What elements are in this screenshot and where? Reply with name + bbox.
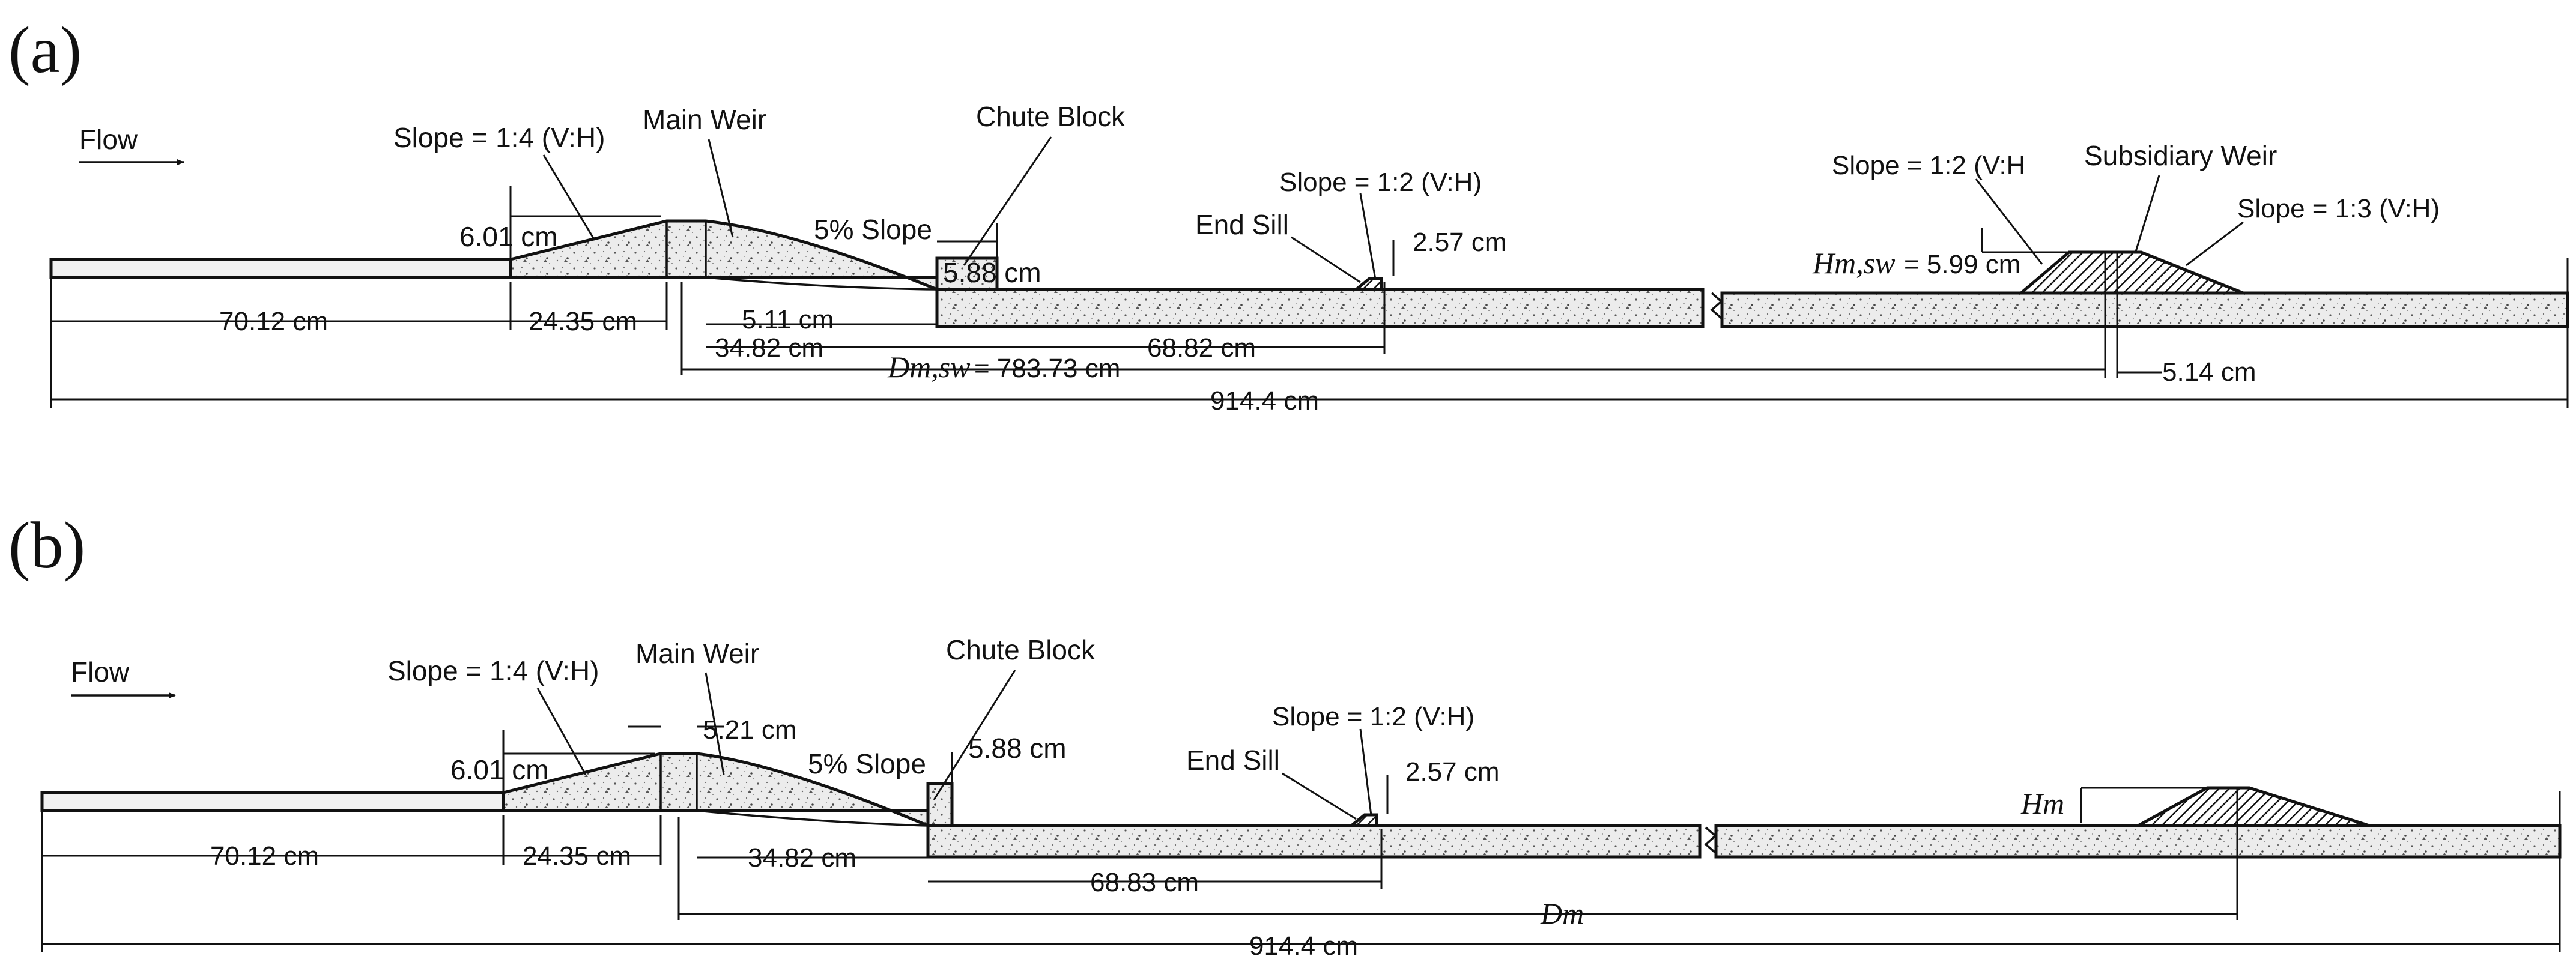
dim-3482-label: 34.82 cm	[715, 333, 823, 363]
end-sill-leader	[1282, 772, 1357, 820]
chute-block-label: Chute Block	[976, 101, 1126, 132]
panel-a: (a) Flow Slope = 1:4 (V:H) Main Weir Chu…	[8, 13, 2569, 416]
end-sill-slope-label: Slope = 1:2 (V:H)	[1279, 168, 1482, 197]
weir-height-label: 6.01 cm	[459, 221, 558, 252]
stilling-basin-floor	[926, 824, 1702, 859]
stilling-basin-floor	[935, 288, 1705, 328]
flow-label: Flow	[79, 124, 138, 155]
hm-symbol: Hm	[2020, 787, 2064, 820]
end-sill-slope-label: Slope = 1:2 (V:H)	[1272, 702, 1474, 731]
dim-total-label: 914.4 cm	[1249, 931, 1358, 959]
break-mark-icon	[1704, 826, 1717, 854]
panel-b-tag: (b)	[8, 509, 85, 582]
main-weir-body	[509, 219, 939, 292]
sub-slope-down-leader	[2186, 221, 2244, 267]
dm-symbol: Dm	[1540, 897, 1584, 930]
dim-70-label: 70.12 cm	[219, 307, 328, 336]
end-sill-height-label: 2.57 cm	[1413, 228, 1507, 257]
dim-514-label: 5.14 cm	[2162, 357, 2256, 387]
end-sill-label: End Sill	[1195, 209, 1289, 240]
end-sill-slope-leader	[1359, 728, 1372, 816]
end-sill-label: End Sill	[1186, 745, 1280, 776]
dim-511-label: 5.11 cm	[742, 305, 834, 334]
dim-6882-label: 68.82 cm	[1147, 333, 1256, 363]
weir-toe-curve	[705, 276, 938, 291]
subsidiary-weir	[2137, 786, 2370, 827]
upstream-channel-floor	[49, 258, 512, 279]
end-sill-height-label: 2.57 cm	[1405, 757, 1500, 787]
flow-label: Flow	[71, 656, 130, 688]
dim-total-label: 914.4 cm	[1210, 386, 1319, 416]
dm-sw-symbol: Dm,sw	[887, 350, 971, 384]
five-pct-slope-label: 5% Slope	[808, 748, 926, 779]
dim-3482-label: 34.82 cm	[748, 843, 856, 873]
subsidiary-weir-leader	[2134, 175, 2160, 254]
slope-up-leader	[536, 688, 587, 775]
chute-block-leader	[963, 136, 1052, 266]
chute-block-leader	[933, 670, 1016, 800]
sub-slope-up-label: Slope = 1:2 (V:H	[1832, 151, 2025, 180]
upstream-channel-floor	[40, 791, 505, 812]
downstream-channel-floor	[1714, 824, 2562, 859]
main-weir-label: Main Weir	[643, 104, 766, 135]
weir-height-label: 6.01 cm	[450, 754, 549, 785]
downstream-channel-floor	[1720, 291, 2569, 328]
end-sill	[1351, 277, 1383, 291]
five-pct-slope-label: 5% Slope	[814, 214, 932, 245]
chute-block	[935, 256, 999, 291]
break-mark-icon	[1710, 292, 1723, 319]
end-sill	[1347, 813, 1378, 827]
hm-sw-value: = 5.99 cm	[1904, 250, 2020, 279]
block-height-label: 5.88 cm	[968, 733, 1067, 764]
crest-len-label: 5.21 cm	[703, 715, 797, 745]
slope-up-label: Slope = 1:4 (V:H)	[393, 122, 605, 153]
dim-6883-label: 68.83 cm	[1090, 868, 1199, 897]
sub-slope-down-label: Slope = 1:3 (V:H)	[2237, 194, 2440, 223]
slope-up-label: Slope = 1:4 (V:H)	[387, 655, 599, 686]
main-weir-leader	[705, 672, 725, 775]
main-weir-body	[502, 752, 930, 828]
dim-70-label: 70.12 cm	[210, 841, 319, 871]
hm-sw-symbol: Hm,sw	[1812, 246, 1896, 280]
panel-a-tag: (a)	[8, 13, 82, 86]
panel-b: (b) Flow Slope = 1:4 (V:H) Main Weir Chu…	[8, 509, 2562, 959]
chute-block-label: Chute Block	[946, 634, 1096, 665]
end-sill-slope-leader	[1359, 193, 1377, 280]
block-height-label: 5.88 cm	[943, 257, 1041, 288]
sub-slope-up-leader	[1975, 178, 2043, 265]
main-weir-leader	[708, 139, 734, 238]
dm-sw-value: = 783.73 cm	[974, 354, 1120, 383]
subsidiary-weir-label: Subsidiary Weir	[2084, 140, 2277, 171]
end-sill-leader	[1291, 236, 1361, 283]
weir-toe-curve	[696, 809, 929, 827]
dim-24-label: 24.35 cm	[523, 841, 631, 871]
subsidiary-weir	[2017, 250, 2244, 295]
slope-up-leader	[542, 154, 596, 241]
main-weir-label: Main Weir	[635, 638, 759, 669]
dim-24-label: 24.35 cm	[529, 307, 637, 336]
